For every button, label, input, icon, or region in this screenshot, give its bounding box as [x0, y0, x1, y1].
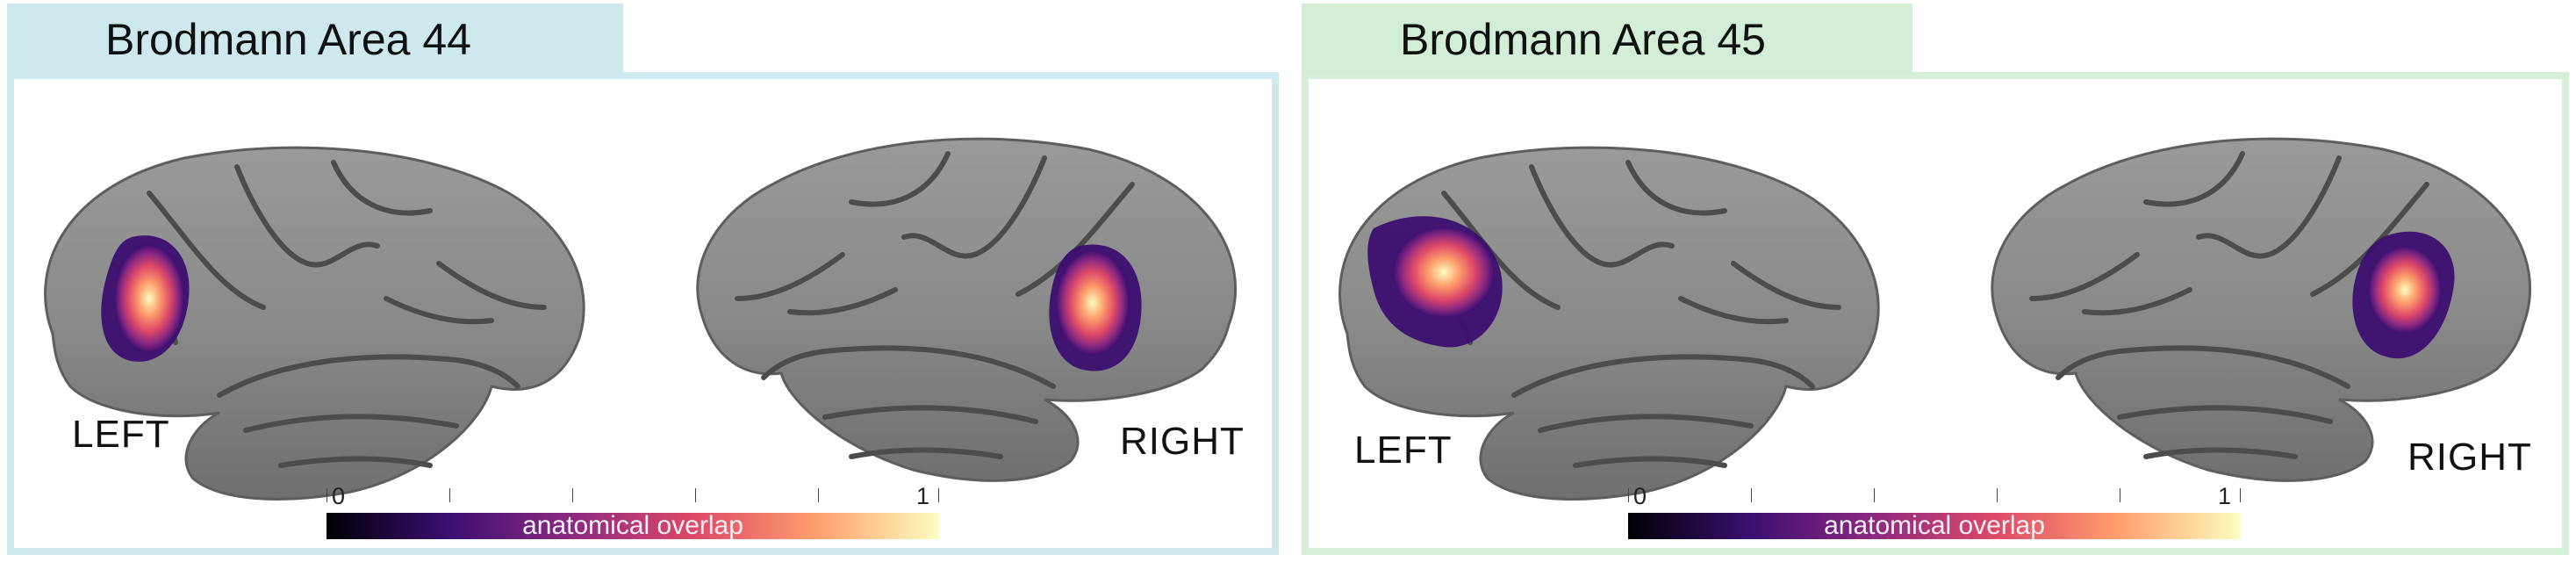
panel-title: Brodmann Area 44 [105, 15, 471, 64]
left-hemisphere-label: LEFT [72, 413, 170, 456]
colorbar-min-label: 0 [1633, 483, 1647, 509]
colorbar-max-label: 1 [2218, 483, 2232, 509]
colorbar-tick [2240, 488, 2241, 502]
overlap-heatmap [2352, 231, 2455, 359]
colorbar-max-label: 1 [916, 483, 930, 509]
right-hemisphere-label: RIGHT [1120, 420, 1245, 463]
overlap-heatmap [101, 235, 190, 362]
left-hemisphere-brain [1338, 146, 1880, 501]
panel-area-45: Brodmann Area 45 LEFT [1295, 0, 2576, 562]
left-hemisphere-brain [44, 146, 585, 501]
colorbar-title: anatomical overlap [522, 511, 743, 540]
colorbar-min-label: 0 [332, 483, 346, 509]
colorbar-tick [1751, 488, 1752, 502]
right-hemisphere-brain [1991, 137, 2532, 482]
colorbar: 0 1 anatomical overlap [326, 483, 939, 541]
right-hemisphere-label: RIGHT [2407, 436, 2532, 479]
colorbar-tick [1628, 488, 1629, 502]
panel-title-tab: Brodmann Area 45 [1302, 4, 1912, 76]
colorbar-tick [449, 488, 450, 502]
colorbar: 0 1 anatomical overlap [1628, 483, 2241, 541]
colorbar-tick [1997, 488, 1998, 502]
colorbar-tick [938, 488, 939, 502]
colorbar-tick [326, 488, 327, 502]
right-hemisphere-brain [696, 137, 1238, 482]
overlap-heatmap [1049, 244, 1142, 371]
panel-title-tab: Brodmann Area 44 [7, 4, 623, 76]
panel-area-44: Brodmann Area 44 LEFT [0, 0, 1286, 562]
left-hemisphere-label: LEFT [1354, 429, 1453, 472]
colorbar-tick [818, 488, 819, 502]
colorbar-gradient [326, 513, 939, 539]
panel-title: Brodmann Area 45 [1400, 15, 1766, 64]
colorbar-gradient [1628, 513, 2241, 539]
colorbar-tick [1874, 488, 1875, 502]
colorbar-tick [572, 488, 573, 502]
colorbar-tick [695, 488, 696, 502]
colorbar-title: anatomical overlap [1824, 511, 2045, 540]
overlap-heatmap [1367, 216, 1503, 348]
